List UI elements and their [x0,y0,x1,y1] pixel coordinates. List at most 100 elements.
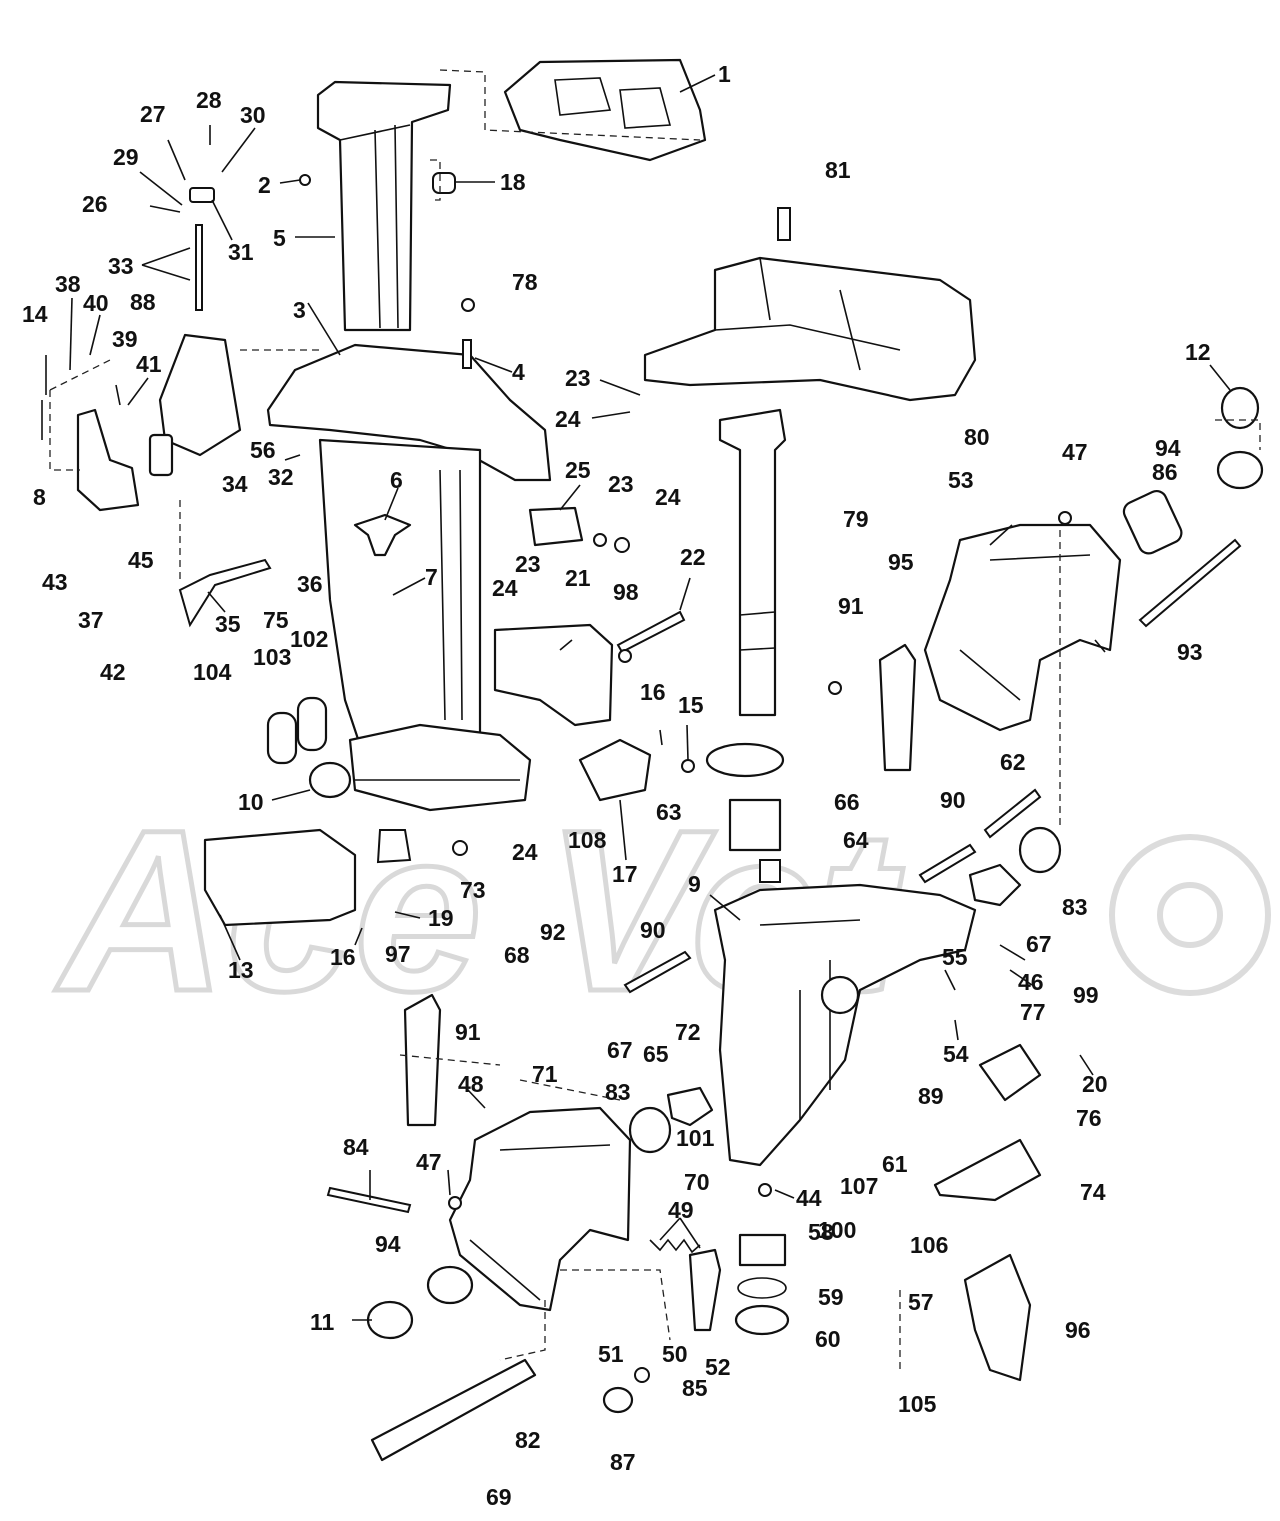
callout-95: 95 [888,549,914,575]
callout-4: 4 [512,359,525,385]
part-adapter-plate [266,343,552,482]
callout-82: 82 [515,1427,541,1453]
callout-2: 2 [258,172,271,198]
callout-24-low: 24 [492,575,518,601]
callout-81: 81 [825,157,851,183]
callout-31: 31 [228,239,254,265]
callout-91: 91 [838,593,864,619]
part-cap [1220,386,1260,430]
callout-23-low: 23 [515,551,541,577]
callout-32: 32 [268,464,294,490]
callout-89: 89 [918,1083,944,1109]
callout-1: 1 [718,61,731,87]
callout-5: 5 [273,225,286,251]
callout-91-lower: 91 [455,1019,481,1045]
callout-35: 35 [215,611,241,637]
part-steering-handle-detail [714,257,901,371]
callout-10: 10 [238,789,264,815]
callout-21: 21 [565,565,591,591]
callout-72: 72 [675,1019,701,1045]
callout-76: 76 [1076,1105,1102,1131]
callout-68: 68 [504,942,530,968]
part-disc-cap [602,1386,634,1414]
callout-63: 63 [656,799,682,825]
callout-34: 34 [222,471,248,497]
part-long-bolt [616,610,686,654]
callout-53: 53 [948,467,974,493]
callout-104: 104 [193,659,232,685]
callout-20: 20 [1082,1071,1108,1097]
watermark-wheel-icon [1109,834,1271,996]
callout-43: 43 [42,569,68,595]
part-exhaust-housing [316,80,452,332]
part-clamp-nut-lower [426,1265,474,1305]
callout-62: 62 [1000,749,1026,775]
callout-64: 64 [843,827,869,853]
part-spring [649,1238,701,1254]
callout-108: 108 [568,827,607,853]
part-clamp-screw-sleeve [1122,489,1183,555]
part-exhaust-plug [308,761,352,799]
part-clamp-bracket-upper [923,523,1122,732]
alignment-lines [49,69,1261,1370]
part-knob [376,829,412,864]
callout-30: 30 [240,102,266,128]
part-clamp-nut [1216,450,1264,490]
callout-37: 37 [78,607,104,633]
part-gasket-openings [554,77,672,129]
callout-7: 7 [425,564,438,590]
part-o-ring [737,1277,787,1299]
callout-87: 87 [610,1449,636,1475]
part-nut-24 [614,537,630,553]
callout-57: 57 [908,1289,934,1315]
callout-86: 86 [1152,459,1178,485]
callout-56: 56 [250,437,276,463]
callout-29: 29 [113,144,139,170]
callout-90: 90 [940,787,966,813]
callout-16-lower: 16 [330,944,356,970]
callout-9: 9 [688,871,701,897]
part-small-bushing [759,859,781,883]
callout-41: 41 [136,351,162,377]
callout-13: 13 [228,957,254,983]
part-shock-mount [528,506,584,547]
callout-74: 74 [1080,1179,1106,1205]
callout-60: 60 [815,1326,841,1352]
callout-8: 8 [33,484,46,510]
callout-94-lower: 94 [375,1231,401,1257]
callout-83: 83 [1062,894,1088,920]
part-tilt-pin [983,788,1042,839]
part-handle-bolt [777,207,791,241]
callout-23-mid: 23 [608,471,634,497]
callout-19: 19 [428,905,454,931]
callout-15: 15 [678,692,704,718]
part-pivot-pin-upper [918,843,977,884]
callout-24-right: 24 [655,484,681,510]
part-clamp-handle-rod [1138,538,1242,628]
part-screw-2 [299,174,311,186]
leader-lines [41,74,1231,1321]
part-lock-lever [688,1248,722,1332]
callout-75: 75 [263,607,289,633]
part-housing-detail [355,469,520,781]
callout-103: 103 [253,644,291,670]
part-anti-cavitation-plate [348,723,532,812]
part-friction-ring [734,1304,790,1336]
part-mount-bracket [493,623,614,727]
part-washer-98 [618,649,632,663]
part-screw-47-upper [1058,511,1072,525]
callout-83-lower: 83 [605,1079,631,1105]
part-seal [266,711,298,765]
callout-66: 66 [834,789,860,815]
callout-50: 50 [662,1341,688,1367]
callout-25: 25 [565,457,591,483]
part-tilt-lock-large [933,1138,1042,1202]
callout-27: 27 [140,101,166,127]
callout-98: 98 [613,579,639,605]
callout-58: 58 [808,1219,834,1245]
callout-18: 18 [500,169,526,195]
callout-40: 40 [83,290,109,316]
callout-55: 55 [942,944,968,970]
callout-14: 14 [22,301,48,327]
callout-59: 59 [818,1284,844,1310]
